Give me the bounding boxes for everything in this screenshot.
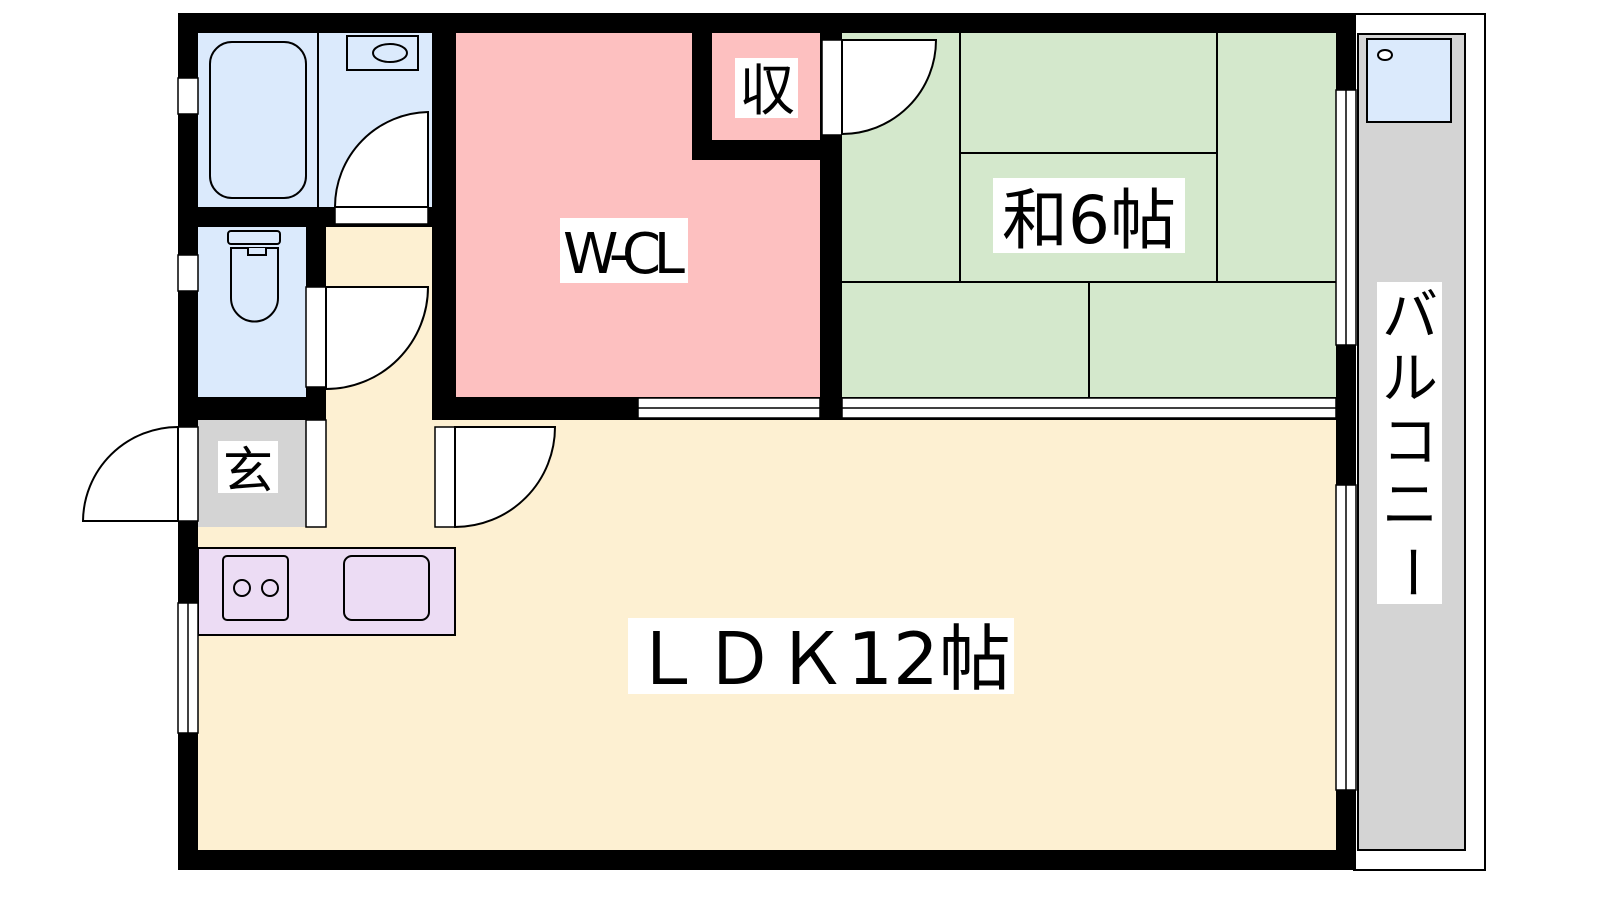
label-balcony: バ ル コ ニ ー — [1378, 284, 1443, 600]
tatami-lines — [842, 33, 1336, 397]
label-washitsu: 和6帖 — [1002, 182, 1176, 259]
label-ldk: ＬＤＫ12帖 — [631, 617, 1011, 701]
label-storage: 収 — [739, 59, 795, 124]
balcony — [1353, 13, 1486, 871]
kitchen-sink-icon — [343, 555, 430, 621]
windows — [177, 77, 1357, 791]
label-wcl: W-CL — [563, 222, 685, 287]
toilet-icon — [227, 230, 281, 323]
label-entrance: 玄 — [223, 442, 273, 500]
svg-text:バ: バ — [1382, 284, 1438, 349]
svg-text:ー: ー — [1378, 544, 1443, 600]
door-swings — [81, 39, 938, 529]
stove-icon — [222, 555, 289, 621]
room-wcl — [456, 33, 820, 397]
svg-text:ル: ル — [1382, 347, 1438, 412]
svg-text:ニ: ニ — [1382, 473, 1438, 538]
svg-text:コ: コ — [1382, 410, 1438, 475]
bathtub-icon — [209, 41, 307, 199]
